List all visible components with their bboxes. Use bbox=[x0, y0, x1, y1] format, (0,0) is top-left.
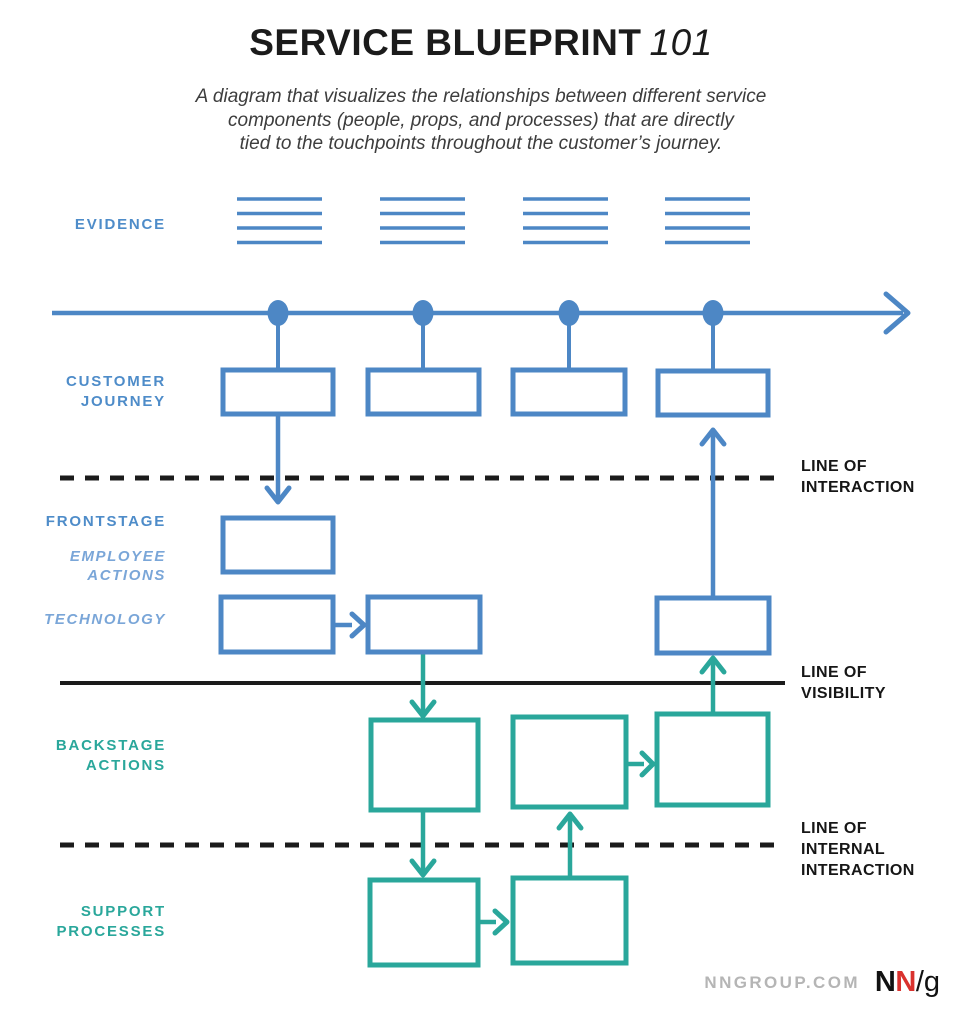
backstage-box-3 bbox=[654, 711, 771, 808]
arrow-technology-1-to-2 bbox=[335, 611, 367, 639]
title-main: SERVICE BLUEPRINT bbox=[249, 22, 642, 63]
evidence-label: EVIDENCE bbox=[74, 216, 166, 233]
evidence-sheet-4 bbox=[665, 197, 750, 245]
arrow-technology-to-journey bbox=[699, 427, 727, 598]
backstage-actions-label: BACKSTAGE ACTIONS bbox=[55, 737, 166, 774]
employee-actions-label: EMPLOYEE ACTIONS bbox=[69, 548, 166, 584]
customer-journey-box-4 bbox=[655, 368, 771, 418]
customer-journey-box-2 bbox=[365, 367, 482, 417]
technology-box-1 bbox=[218, 594, 336, 655]
technology-box-3 bbox=[654, 595, 772, 656]
nng-logo: NN/g bbox=[874, 966, 940, 998]
support-box-1 bbox=[367, 877, 481, 968]
subtitle-line: A diagram that visualizes the relationsh… bbox=[195, 86, 767, 107]
arrow-support-to-backstage bbox=[556, 811, 584, 878]
timeline-arrowhead bbox=[883, 291, 911, 335]
customer-journey-box-3 bbox=[510, 367, 628, 417]
arrow-journey-to-frontstage bbox=[264, 414, 292, 505]
footer: NNGROUP.COM NN/g bbox=[540, 966, 940, 999]
touchpoint-dot-1 bbox=[267, 300, 289, 326]
technology-label: TECHNOLOGY bbox=[44, 611, 166, 628]
backstage-box-2 bbox=[510, 714, 629, 810]
touchpoint-dot-4 bbox=[702, 300, 724, 326]
arrow-backstage-to-technology bbox=[699, 655, 727, 714]
customer-journey-label: CUSTOMER JOURNEY bbox=[66, 373, 166, 410]
support-box-2 bbox=[510, 875, 629, 966]
support-processes-label: SUPPORT PROCESSES bbox=[56, 903, 166, 940]
evidence-sheet-1 bbox=[237, 197, 322, 245]
touchpoint-dot-3 bbox=[558, 300, 580, 326]
technology-box-2 bbox=[365, 594, 483, 655]
subtitle-line: tied to the touchpoints throughout the c… bbox=[239, 133, 723, 154]
arrow-backstage-2-to-3 bbox=[628, 750, 656, 778]
evidence-sheet-2 bbox=[380, 197, 465, 245]
line-of-internal-interaction-label: LINE OF INTERNAL INTERACTION bbox=[801, 820, 915, 879]
arrow-support-1-to-2 bbox=[480, 908, 510, 936]
customer-journey-box-1 bbox=[220, 367, 336, 417]
title-suffix: 101 bbox=[649, 22, 713, 63]
arrow-technology-to-backstage bbox=[409, 652, 437, 719]
timeline-arrow bbox=[52, 291, 911, 335]
employee-actions-box bbox=[220, 515, 336, 575]
page-subtitle: A diagram that visualizes the relationsh… bbox=[0, 85, 962, 156]
line-of-interaction-label: LINE OF INTERACTION bbox=[801, 458, 915, 496]
line-of-visibility-label: LINE OF VISIBILITY bbox=[801, 664, 886, 702]
arrow-backstage-to-support bbox=[409, 810, 437, 878]
nngroup-site-text: NNGROUP.COM bbox=[704, 972, 860, 992]
evidence-sheet-3 bbox=[523, 197, 608, 245]
frontstage-label: FRONTSTAGE bbox=[45, 513, 166, 530]
touchpoint-dot-2 bbox=[412, 300, 434, 326]
backstage-box-1 bbox=[368, 717, 481, 813]
subtitle-line: components (people, props, and processes… bbox=[228, 109, 734, 131]
